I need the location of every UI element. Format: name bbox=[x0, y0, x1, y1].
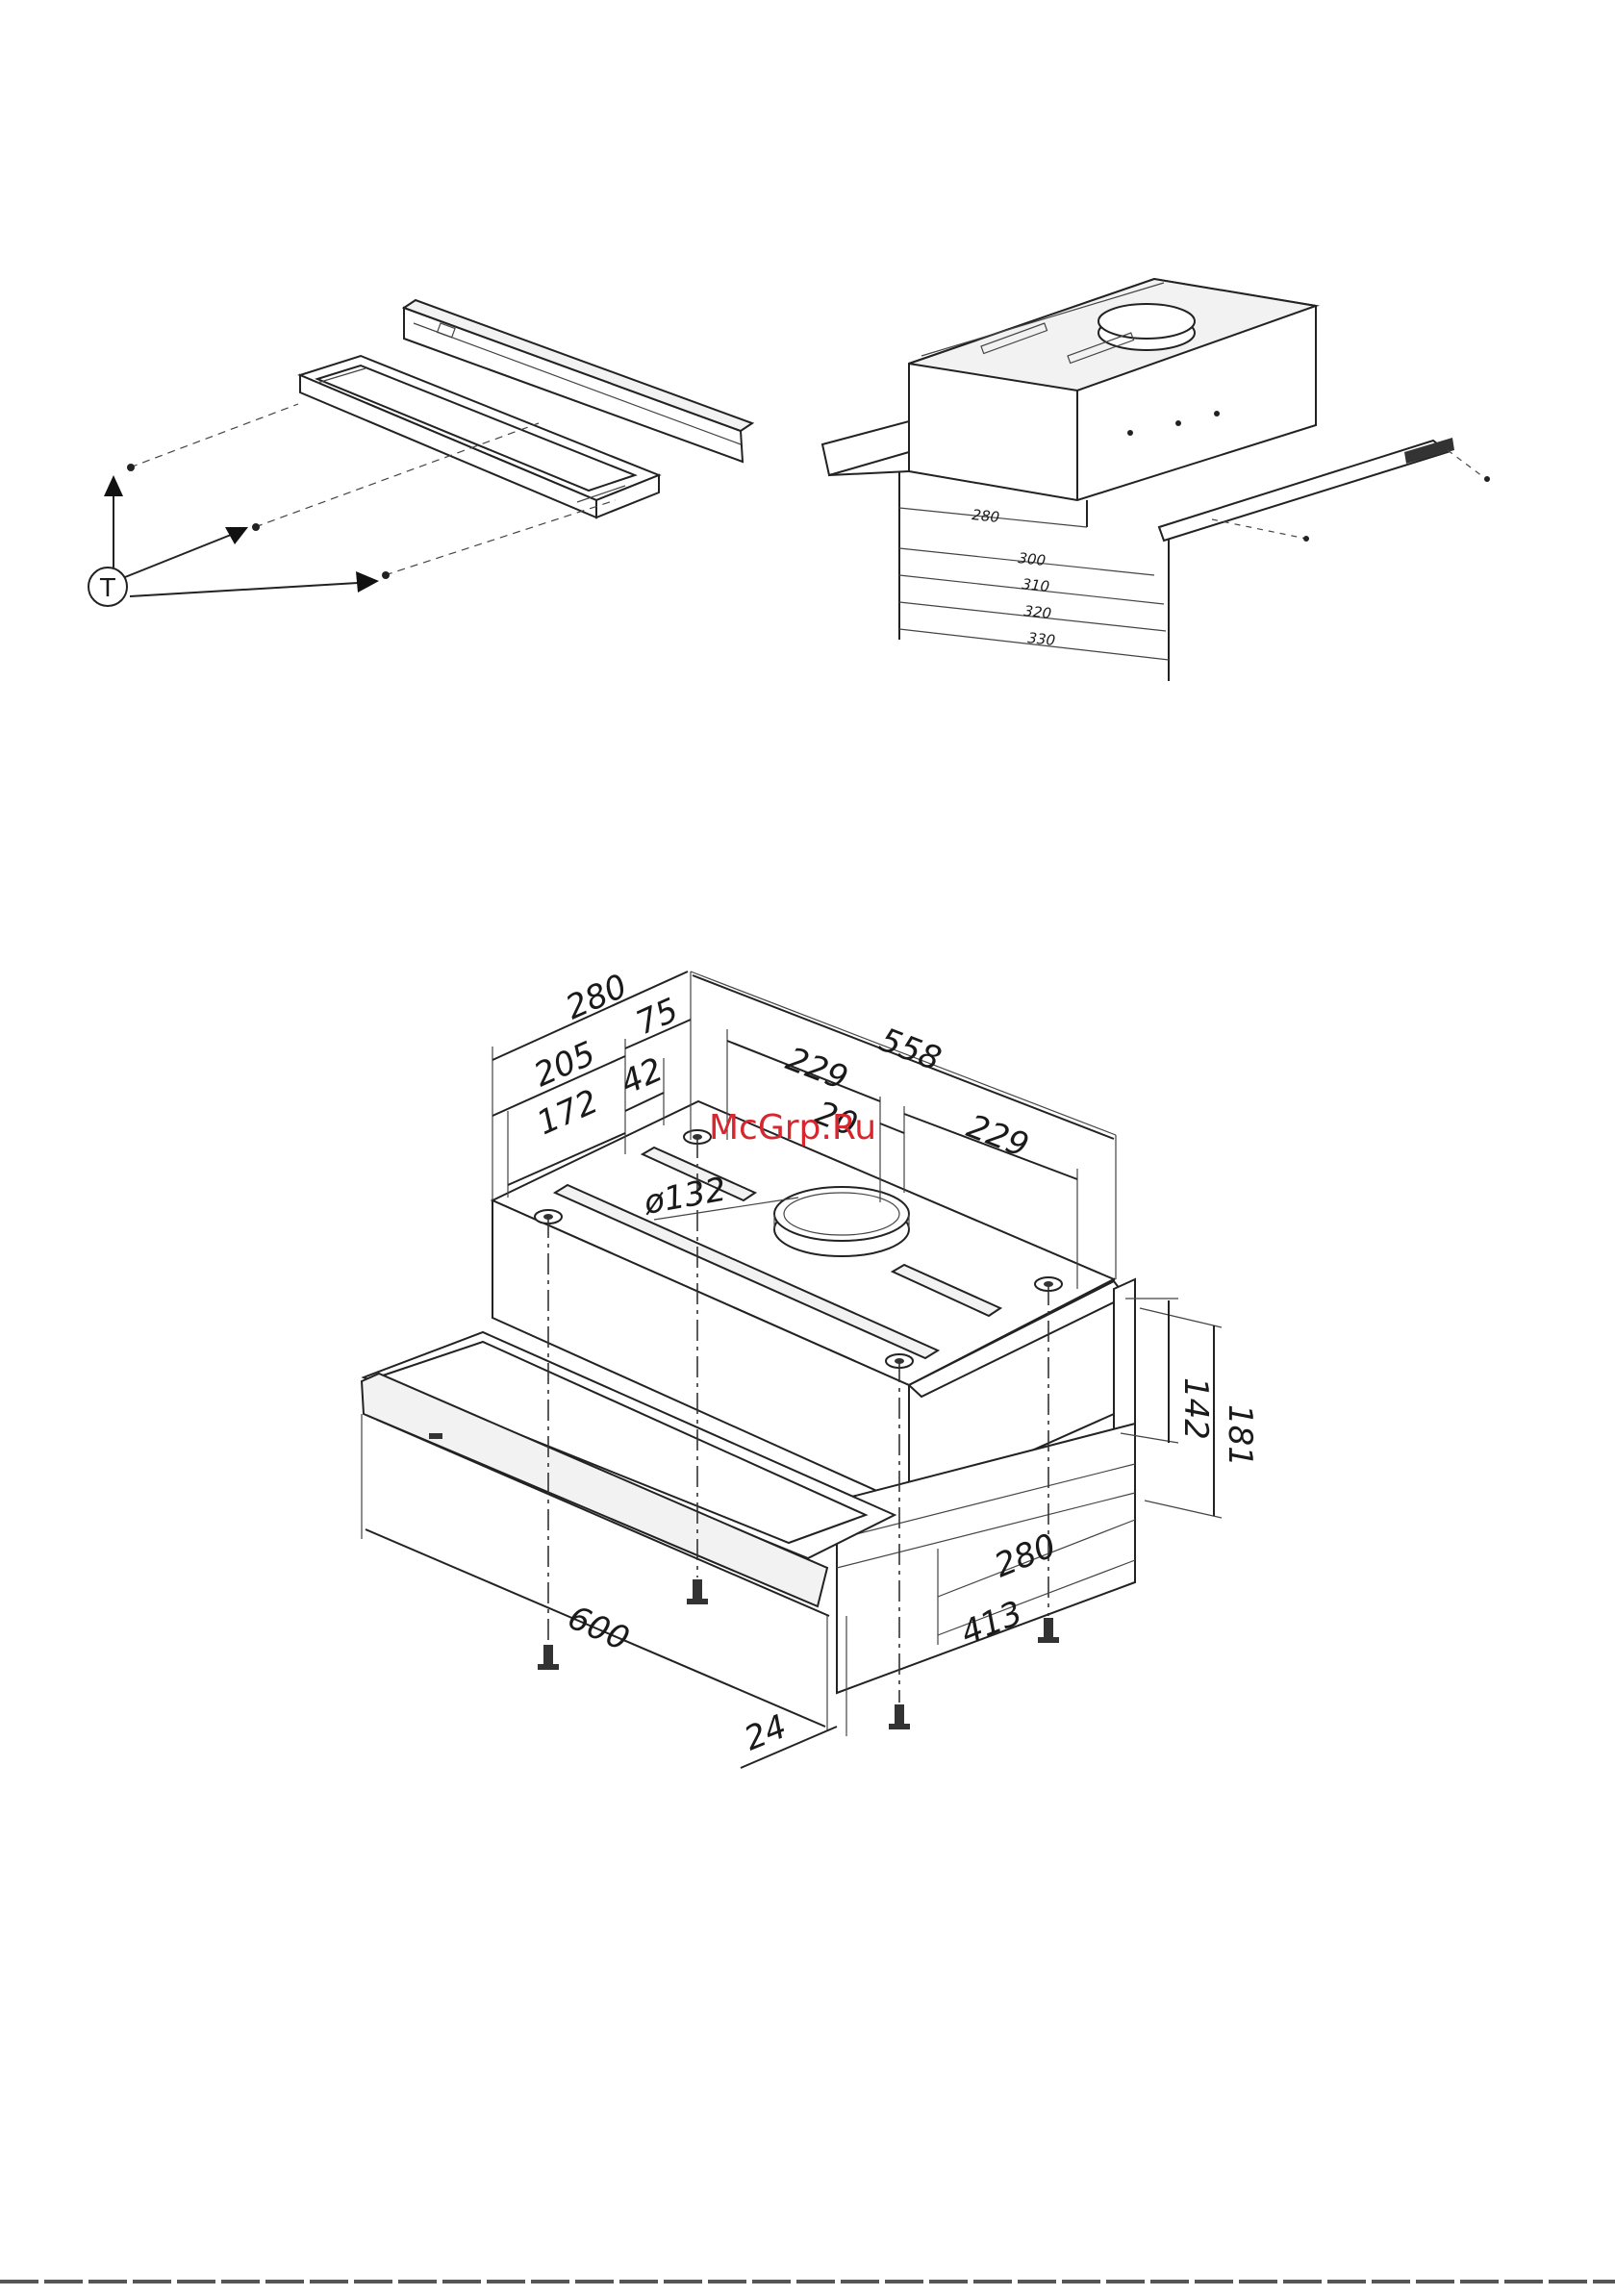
depth-330: 330 bbox=[1027, 629, 1056, 649]
dim-181: 181 bbox=[1221, 1404, 1259, 1467]
dim-229-right: 229 bbox=[962, 1107, 1034, 1166]
rail-assembly-figure: T bbox=[88, 300, 752, 606]
label-T: T bbox=[99, 574, 115, 603]
screw-1 bbox=[127, 464, 135, 471]
front-panel bbox=[822, 421, 909, 475]
arrow-up-icon bbox=[104, 475, 123, 496]
hood-depth-figure: 280 300 310 320 330 bbox=[822, 279, 1490, 681]
dimension-figure: 142 181 280 413 600 24 280 205 172 75 42 bbox=[362, 967, 1259, 1768]
dim-558: 558 bbox=[874, 1021, 946, 1079]
watermark-text: McGrp.Ru bbox=[709, 1108, 876, 1148]
dim-75: 75 bbox=[630, 991, 684, 1043]
dim-24: 24 bbox=[739, 1707, 792, 1758]
dim-600: 600 bbox=[562, 1599, 635, 1659]
screw-line-1 bbox=[130, 404, 298, 467]
depth-310: 310 bbox=[1022, 575, 1050, 595]
screw-line-3 bbox=[385, 500, 616, 575]
arrow-right-icon bbox=[356, 571, 379, 593]
screw-3 bbox=[382, 571, 390, 579]
depth-320: 320 bbox=[1023, 602, 1052, 622]
dim-280-top: 280 bbox=[560, 967, 633, 1027]
screw-2 bbox=[252, 523, 260, 531]
depth-280: 280 bbox=[972, 506, 1000, 526]
dim-142: 142 bbox=[1176, 1377, 1215, 1440]
depth-300: 300 bbox=[1018, 549, 1047, 569]
bottom-border bbox=[0, 2280, 1615, 2283]
dim-229-left: 229 bbox=[781, 1040, 853, 1098]
dim-205: 205 bbox=[528, 1034, 601, 1095]
